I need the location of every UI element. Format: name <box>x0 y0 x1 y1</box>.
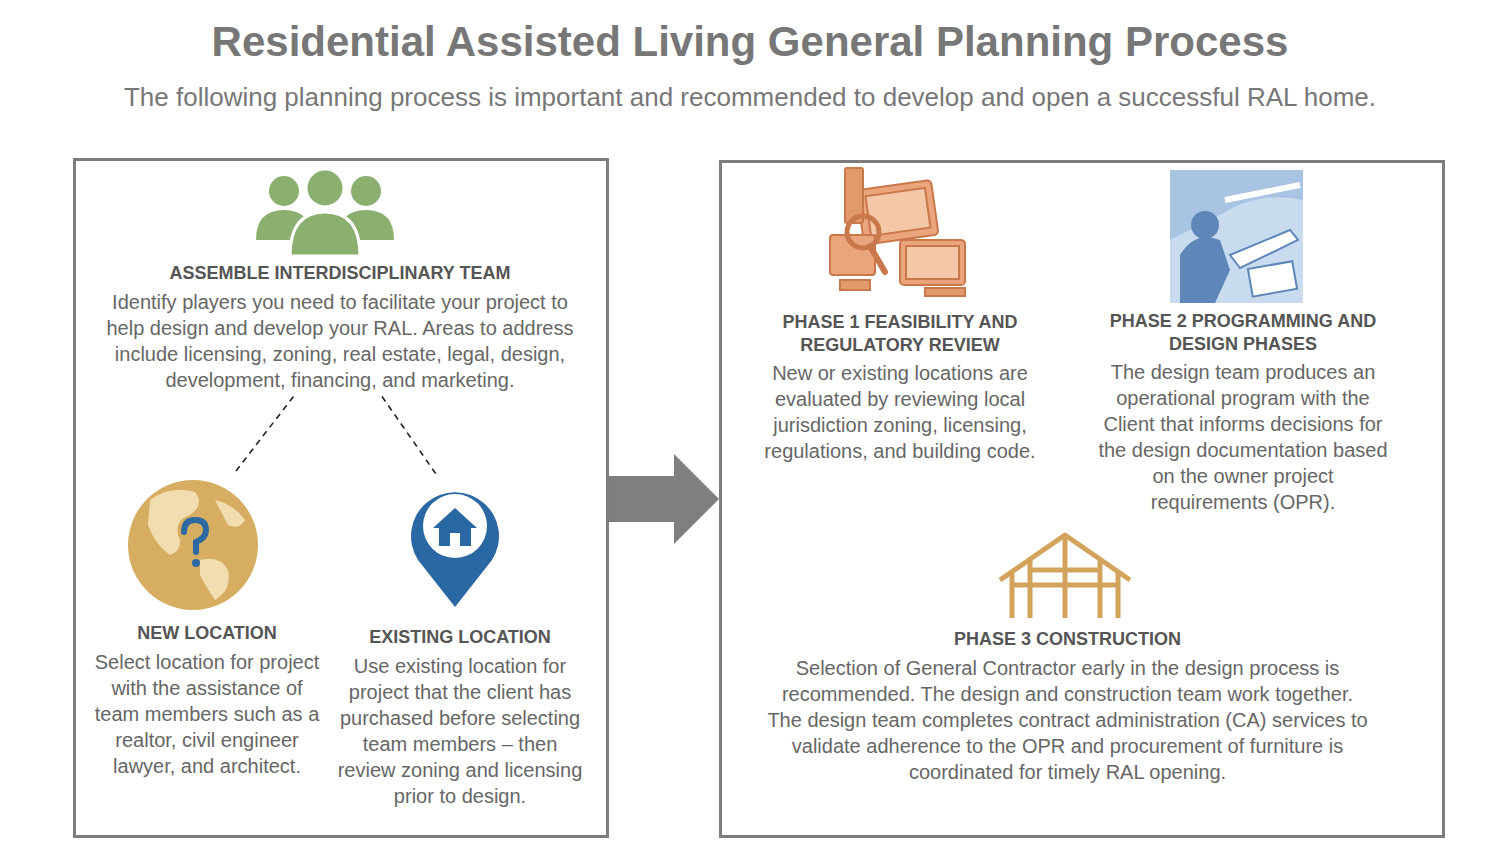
block-heading: ASSEMBLE INTERDISCIPLINARY TEAM <box>100 262 580 285</box>
block-text: Use existing location for project that t… <box>333 653 587 809</box>
block-heading: PHASE 2 PROGRAMMING AND DESIGN PHASES <box>1098 310 1388 355</box>
design-icon <box>1170 170 1303 303</box>
house-frame-icon <box>1000 535 1130 618</box>
block-text: The design team produces an operational … <box>1098 359 1388 515</box>
analysis-icon <box>830 168 965 296</box>
phase-block: PHASE 1 FEASIBILITY AND REGULATORY REVIE… <box>745 165 1055 464</box>
block-arrow <box>609 454 719 544</box>
block-heading: EXISTING LOCATION <box>333 626 587 649</box>
team-block: ASSEMBLE INTERDISCIPLINARY TEAM Identify … <box>100 170 580 393</box>
diagram-title: Residential Assisted Living General Plan… <box>0 18 1500 66</box>
dashed-connector <box>382 397 436 475</box>
block-text: New or existing locations are evaluated … <box>745 360 1055 464</box>
block-heading: NEW LOCATION <box>90 622 324 645</box>
dashed-connector <box>234 397 294 475</box>
block-heading: PHASE 3 CONSTRUCTION <box>765 628 1370 651</box>
new-location-block: NEW LOCATION Select location for project … <box>90 478 324 779</box>
right-panel: PHASE 1 FEASIBILITY AND REGULATORY REVIE… <box>719 160 1445 838</box>
phase-block: PHASE 2 PROGRAMMING AND DESIGN PHASESThe… <box>1098 168 1388 515</box>
block-text: Identify players you need to facilitate … <box>100 289 580 393</box>
existing-location-block: EXISTING LOCATION Use existing location f… <box>333 478 587 809</box>
phase-block: PHASE 3 CONSTRUCTION Selection of General… <box>765 510 1370 785</box>
block-heading: PHASE 1 FEASIBILITY AND REGULATORY REVIE… <box>745 311 1055 356</box>
subtitle: The following planning process is import… <box>0 82 1500 113</box>
block-text: Selection of General Contractor early in… <box>765 655 1370 785</box>
left-panel: ASSEMBLE INTERDISCIPLINARY TEAM Identify … <box>73 158 609 838</box>
pin-icon <box>411 492 499 607</box>
globe-icon <box>128 480 258 610</box>
block-text: Select location for project with the ass… <box>90 649 324 779</box>
team-icon <box>256 169 394 256</box>
